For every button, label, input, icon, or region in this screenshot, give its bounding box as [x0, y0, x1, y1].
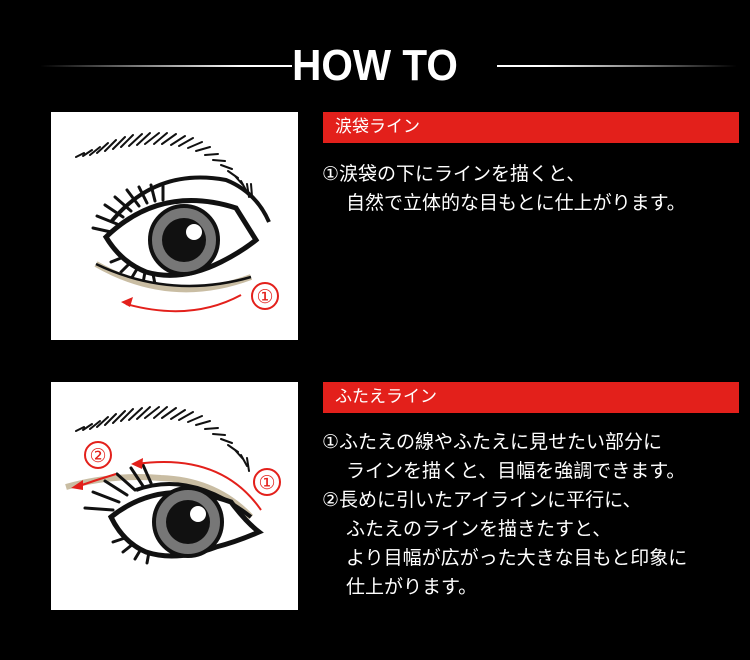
- description-line: 自然で立体的な目もとに仕上がります。: [346, 192, 686, 214]
- description-line: ふたえのラインを描きたすと、: [346, 518, 612, 540]
- step-heading: 涙袋ライン: [323, 112, 739, 143]
- step-description: ①ふたえの線やふたえに見せたい部分に ラインを描くと、目幅を強調できます。 ②長…: [322, 428, 687, 602]
- description-line: 仕上がります。: [346, 576, 478, 598]
- svg-text:①: ①: [258, 473, 275, 494]
- description-line: ②長めに引いたアイラインに平行に、: [322, 489, 642, 511]
- step-description: ①涙袋の下にラインを描くと、 自然で立体的な目もとに仕上がります。: [322, 160, 686, 218]
- description-line: ①ふたえの線やふたえに見せたい部分に: [322, 431, 663, 453]
- description-line: ラインを描くと、目幅を強調できます。: [346, 460, 686, 482]
- tear-bag-line-illustration: ①: [51, 112, 298, 340]
- description-line: より目幅が広がった大きな目もと印象に: [346, 547, 688, 569]
- page-title: HOW TO: [292, 41, 458, 90]
- header-rule-right: [497, 65, 737, 67]
- svg-text:①: ①: [256, 287, 273, 308]
- header-rule-left: [40, 65, 292, 67]
- section-header: HOW TO: [0, 38, 750, 94]
- step-heading: ふたえライン: [323, 382, 739, 413]
- eye-illustration-icon: ② ①: [65, 406, 281, 565]
- double-eyelid-line-illustration: ② ①: [51, 382, 298, 610]
- svg-text:②: ②: [89, 446, 106, 467]
- eye-illustration-icon: ①: [75, 132, 279, 313]
- description-line: ①涙袋の下にラインを描くと、: [322, 163, 586, 185]
